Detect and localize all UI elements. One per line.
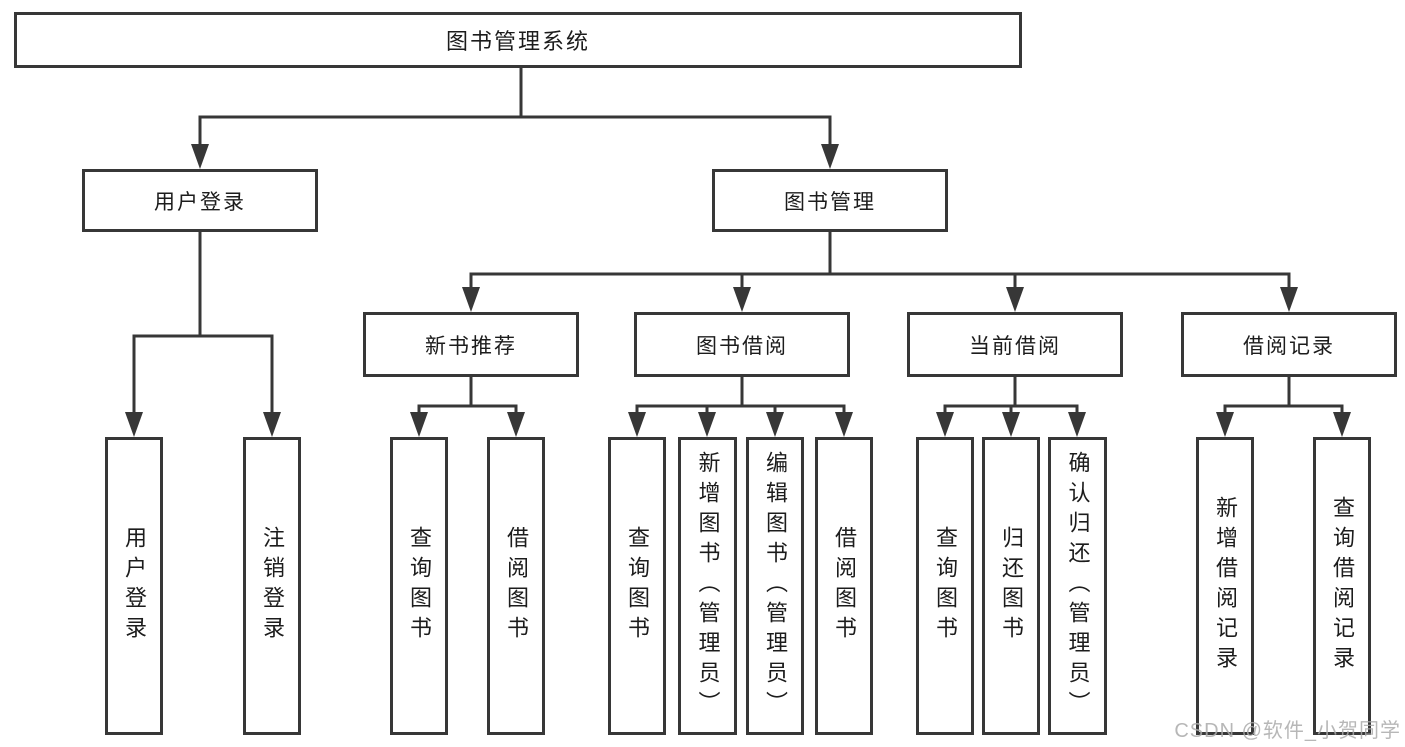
leaf-user-login: 用户登录 (105, 437, 163, 735)
node-book-borrow: 图书借阅 (634, 312, 850, 377)
leaf-borrow-add-books-admin: 新增图书（管理员） (678, 437, 737, 735)
leaf-record-add: 新增借阅记录 (1196, 437, 1254, 735)
leaf-borrow-edit-books-admin: 编辑图书（管理员） (746, 437, 804, 735)
node-book-management-branch: 图书管理 (712, 169, 948, 232)
leaf-recommend-borrow-books: 借阅图书 (487, 437, 545, 735)
leaf-record-query: 查询借阅记录 (1313, 437, 1371, 735)
leaf-current-query-books: 查询图书 (916, 437, 974, 735)
leaf-current-confirm-return-admin: 确认归还（管理员） (1048, 437, 1107, 735)
node-current-borrow: 当前借阅 (907, 312, 1123, 377)
leaf-borrow-borrow-books: 借阅图书 (815, 437, 873, 735)
node-library-management-system: 图书管理系统 (14, 12, 1022, 68)
node-borrow-records: 借阅记录 (1181, 312, 1397, 377)
leaf-borrow-query-books: 查询图书 (608, 437, 666, 735)
node-new-book-recommend: 新书推荐 (363, 312, 579, 377)
csdn-watermark: CSDN @软件_小贺同学 (1174, 720, 1401, 742)
arrowhead-icons (125, 144, 1351, 437)
node-user-login-branch: 用户登录 (82, 169, 318, 232)
leaf-recommend-query-books: 查询图书 (390, 437, 448, 735)
leaf-current-return-books: 归还图书 (982, 437, 1040, 735)
leaf-logout: 注销登录 (243, 437, 301, 735)
